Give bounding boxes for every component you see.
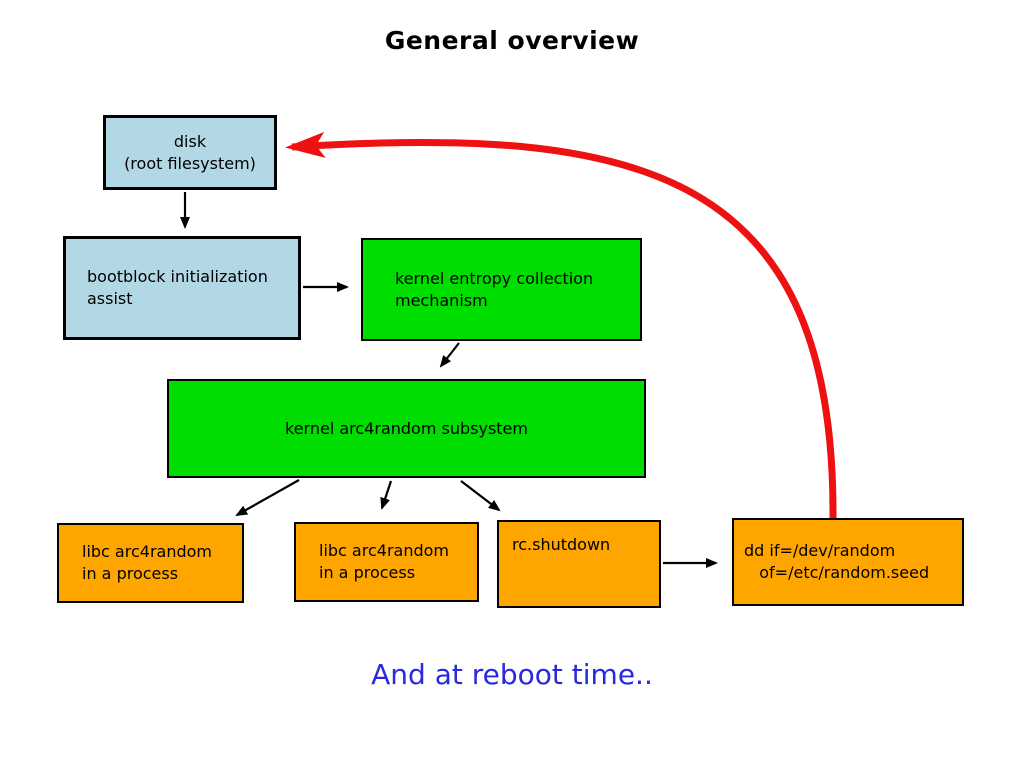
box-dd-command: dd if=/dev/random of=/etc/random.seed <box>732 518 964 606</box>
box-kernel-arc4random-subsystem: kernel arc4random subsystem <box>167 379 646 478</box>
arrow-arc4random-to-rcshutdown <box>460 480 501 512</box>
arrow-arc4random-to-libc1 <box>235 479 300 516</box>
box-disk: disk (root filesystem) <box>103 115 277 190</box>
box-libc-arc4random-2: libc arc4random in a process <box>294 522 479 602</box>
box-libc-arc4random-1: libc arc4random in a process <box>57 523 244 603</box>
box-kernel-entropy-collection: kernel entropy collection mechanism <box>361 238 642 341</box>
box-bootblock-initialization: bootblock initialization assist <box>63 236 301 340</box>
arrow-entropy-to-arc4random <box>439 342 460 368</box>
slide-title: General overview <box>384 26 640 55</box>
box-rc-shutdown: rc.shutdown <box>497 520 661 608</box>
footer-note: And at reboot time.. <box>371 658 653 691</box>
arrow-arc4random-to-libc2 <box>380 480 393 510</box>
